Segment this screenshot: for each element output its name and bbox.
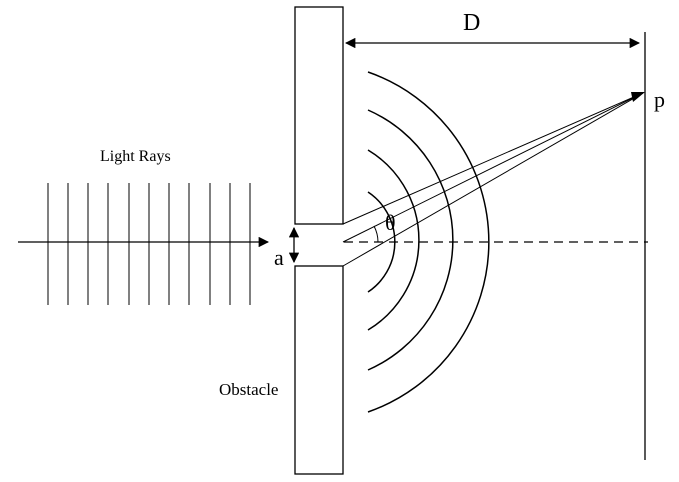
wavefront-arc: [367, 149, 420, 331]
light-ray-wavefronts: [47, 183, 251, 305]
ray-center: [342, 92, 644, 243]
obstacle-lower-block: [294, 265, 344, 475]
point-label: p: [654, 87, 665, 112]
light-rays-label: Light Rays: [100, 148, 171, 165]
point-arrowhead: [631, 92, 645, 102]
ray-bottom-edge: [342, 92, 644, 267]
ray-top-edge: [342, 92, 644, 225]
angle-arc: [373, 225, 379, 243]
wavefront-arc: [367, 71, 490, 413]
angle-label: θ: [385, 210, 396, 235]
obstacle-upper-block: [294, 6, 344, 225]
diffracted-wavefronts: [367, 71, 490, 413]
obstacle-label: Obstacle: [219, 380, 278, 399]
slit-width-label: a: [274, 245, 284, 270]
distance-label: D: [463, 10, 480, 36]
wavefront-arc: [367, 191, 396, 293]
rays-to-point: [342, 92, 644, 267]
wavefront-arc: [367, 109, 454, 371]
